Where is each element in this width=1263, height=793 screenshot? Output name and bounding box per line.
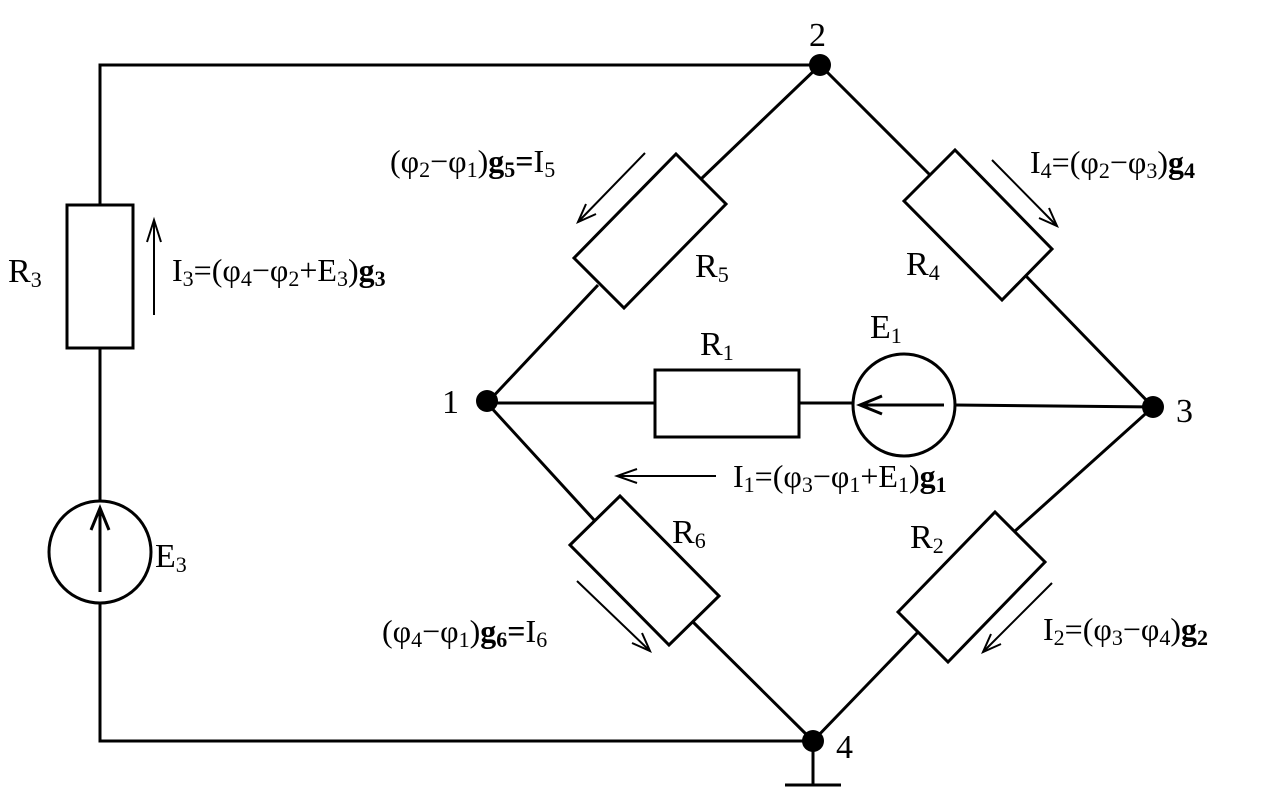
arrow-i2-head: [981, 633, 1002, 654]
wire-r6-n4: [691, 620, 815, 743]
equation-i5: (φ2−φ1)g5=I5: [390, 143, 555, 182]
wire-top-left: [98, 63, 820, 205]
arrow-i3-head: [146, 216, 162, 243]
wire-n1-r5: [485, 283, 600, 405]
wire-e1-n3: [954, 403, 1154, 409]
node-3-label: 3: [1176, 393, 1193, 430]
r3-label: R3: [8, 253, 42, 292]
arrow-i4-head: [1038, 207, 1059, 228]
node-4-label: 4: [836, 729, 853, 766]
arrow-i6: [576, 580, 651, 652]
arrow-i5-head: [576, 203, 597, 224]
node-1-dot: [476, 390, 498, 412]
wire-r4-n3: [1023, 273, 1155, 409]
r6-label: R6: [672, 514, 706, 553]
arrow-i6-head: [631, 632, 652, 653]
resistor-r3: [65, 203, 135, 350]
equation-i6: (φ4−φ1)g6=I6: [382, 613, 547, 652]
arrow-i5: [577, 152, 646, 223]
resistor-r4: [901, 147, 1055, 303]
arrow-i2: [982, 582, 1053, 653]
equation-i3: I3=(φ4−φ2+E3)g3: [172, 252, 386, 291]
resistor-r2: [895, 509, 1048, 665]
node-3-dot: [1142, 396, 1164, 418]
r4-label: R4: [906, 246, 940, 285]
arrow-i4: [991, 159, 1058, 227]
equation-i2: I2=(φ3−φ4)g2: [1043, 611, 1208, 650]
e3-label: E3: [155, 538, 187, 577]
wire-bottom-left: [98, 602, 813, 743]
equation-i4: I4=(φ2−φ3)g4: [1030, 144, 1195, 183]
wire-n3-r2: [1003, 405, 1155, 542]
wire-n1-r6: [485, 401, 597, 523]
arrow-i1-head: [613, 468, 638, 484]
wire-n2-r4: [818, 63, 932, 177]
node-4-dot: [802, 730, 824, 752]
resistor-r5: [571, 151, 729, 311]
node-2-dot: [809, 54, 831, 76]
r2-label: R2: [910, 519, 944, 558]
resistor-r6: [567, 493, 722, 648]
node-2-label: 2: [809, 17, 826, 54]
source-e3-arrow-head: [89, 504, 111, 531]
wire-r5-n2: [698, 63, 822, 182]
node-1-label: 1: [442, 384, 459, 421]
e1-label: E1: [870, 309, 902, 348]
wire-r2-n4: [811, 628, 922, 743]
r5-label: R5: [695, 248, 729, 287]
resistor-r1: [653, 368, 801, 439]
r1-label: R1: [700, 326, 734, 365]
source-e1-arrow-head: [856, 394, 883, 416]
equation-i1: I1=(φ3−φ1+E1)g1: [733, 458, 947, 497]
